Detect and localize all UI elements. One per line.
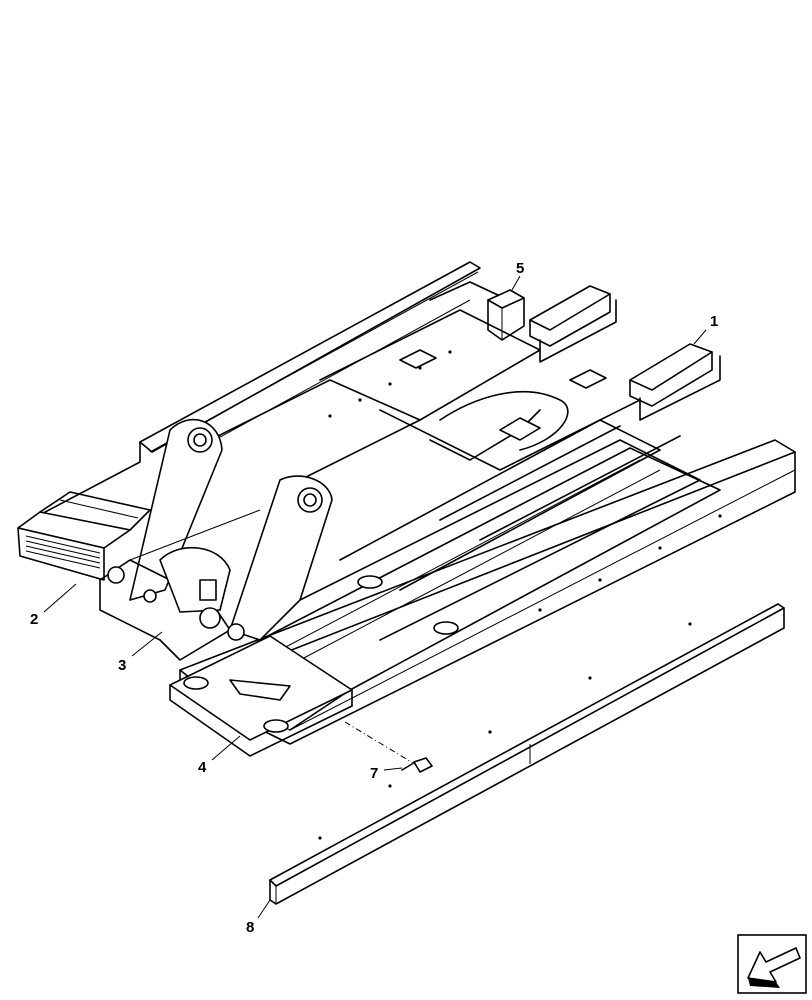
boom-mount [99, 418, 333, 661]
callout-8: 8 [246, 899, 271, 936]
svg-text:7: 7 [370, 765, 378, 782]
callout-1: 1 [693, 313, 718, 345]
arrow-page-icon[interactable] [737, 934, 807, 994]
hole-dots [318, 350, 722, 840]
svg-text:2: 2 [30, 611, 38, 628]
callout-7: 7 [370, 765, 403, 782]
svg-text:1: 1 [710, 313, 718, 330]
callout-3: 3 [118, 631, 163, 674]
separate-side-rail [269, 603, 785, 905]
left-side-rail [29, 261, 481, 521]
callout-4: 4 [198, 735, 241, 776]
front-box-frame [169, 575, 459, 757]
bolt [344, 721, 433, 773]
step-assembly [17, 491, 151, 581]
svg-text:3: 3 [118, 657, 126, 674]
callout-2: 2 [30, 583, 77, 628]
callout-5: 5 [511, 260, 524, 291]
svg-text:5: 5 [516, 260, 524, 277]
svg-text:8: 8 [246, 919, 254, 936]
svg-text:4: 4 [198, 759, 207, 776]
